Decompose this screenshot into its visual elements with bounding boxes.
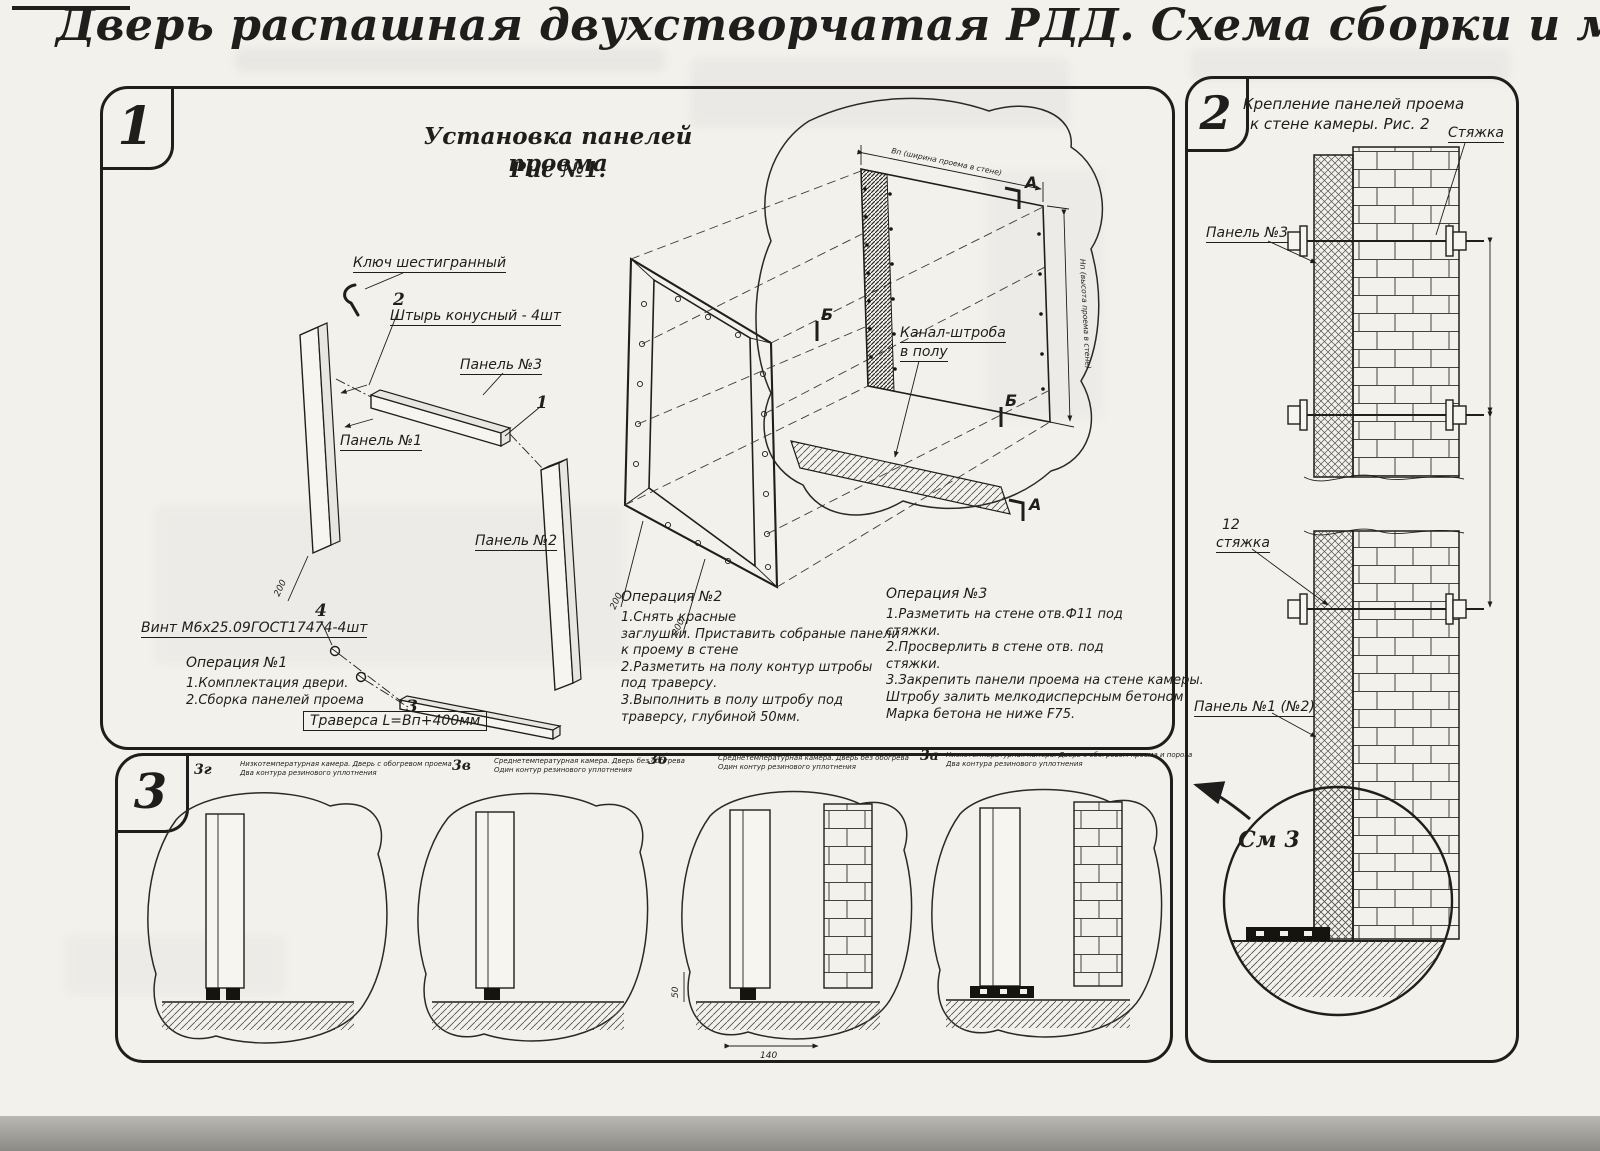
- section-1-figure-ref: Рис №1.: [510, 157, 606, 182]
- text-line: стяжки.: [886, 623, 941, 639]
- wall-opening-view: Вп (ширина проема в стене) Нп (высота пр…: [755, 97, 1104, 521]
- dim-opening-height: Нп (высота проема в стене): [1078, 259, 1093, 370]
- operation-3-text: Операция №3 1.Разметить на стене отв.Ф11…: [886, 586, 1204, 723]
- text-line: заглушки. Приставить собраные панели: [621, 626, 900, 642]
- text-line: к проему в стене: [621, 643, 739, 659]
- view-id-3b: 3б: [648, 752, 668, 768]
- text-line: 1.Комплектация двери.: [186, 675, 349, 691]
- ghost-mark: [985, 170, 1105, 420]
- label-panel-1-2: Панель №1 (№2): [1194, 699, 1315, 717]
- section-mark-b-right: Б: [1005, 391, 1018, 410]
- section-2-caption-line2: к стене камеры. Рис. 2: [1250, 115, 1430, 133]
- label-pin: Штырь конусный - 4шт: [390, 308, 562, 326]
- section-2-number: 2: [1185, 76, 1249, 152]
- text-line: 2.Сборка панелей проема: [186, 692, 364, 708]
- label-panel-1: Панель №1: [340, 433, 422, 451]
- detail-view-3b: 50 140: [671, 790, 913, 1061]
- view-id-3v: 3в: [452, 758, 471, 774]
- section-1-panel: 1: [100, 86, 1204, 750]
- section-mark-b-left: Б: [821, 305, 834, 324]
- assembly-drawing: 200 200 200: [273, 97, 1104, 741]
- threshold-details-drawing: 50 140: [147, 788, 1163, 1061]
- section-3-panel: 3: [115, 748, 1192, 1063]
- exploded-view: 200: [273, 272, 582, 741]
- text-line: Марка бетона не ниже F75.: [886, 706, 1076, 722]
- stray-scan-line: [12, 6, 130, 10]
- label-channel-line2: в полу: [900, 344, 948, 362]
- scanned-sheet: Дверь распашная двухстворчатая РДД. Схем…: [0, 0, 1600, 1116]
- detail-view-3a: [931, 788, 1163, 1038]
- sheet-title: Дверь распашная двухстворчатая РДД. Схем…: [56, 0, 1600, 51]
- label-see-detail-3: См 3: [1238, 827, 1300, 853]
- section-1-number: 1: [100, 86, 174, 170]
- view-caption-3a: Низкотемпературная камера. Дверь с обогр…: [946, 751, 1193, 769]
- operation-1-text: Операция №1 1.Комплектация двери. 2.Сбор…: [186, 655, 364, 709]
- dim-140: 140: [760, 1051, 777, 1061]
- section-2-panel: 2: [1185, 76, 1519, 1063]
- section-3-number: 3: [115, 753, 189, 833]
- callout-1: 1: [536, 393, 548, 413]
- text-line: 3.Выполнить в полу штробу под: [621, 693, 844, 709]
- ghost-mark: [65, 935, 285, 995]
- section-mark-a-bottom: А: [1029, 495, 1042, 514]
- detail-view-3v: [417, 792, 649, 1042]
- operation-2-title: Операция №2: [621, 589, 723, 605]
- wall-attachment-drawing: [1193, 142, 1493, 1017]
- label-tie-mid: стяжка: [1216, 535, 1270, 553]
- label-screw: Винт М6х25.09ГОСТ17474-4шт: [141, 620, 368, 638]
- label-panel-2: Панель №2: [475, 533, 557, 551]
- text-line: под траверсу.: [621, 676, 718, 692]
- text-line: 1.Снять красные: [621, 609, 737, 625]
- text-line: Штробу залить мелкодисперсным бетоном: [886, 690, 1184, 706]
- label-channel-line1: Канал-штроба: [900, 325, 1006, 343]
- projection-lines: [624, 170, 1051, 588]
- callout-2: 2: [393, 290, 405, 310]
- text-line: 2.Просверлить в стене отв. под: [886, 640, 1104, 656]
- tie-assembly: [1287, 225, 1484, 625]
- view-caption-3v: Среднетемпературная камера. Дверь без об…: [494, 757, 685, 775]
- text-line: стяжки.: [886, 656, 941, 672]
- dim-200: 200: [273, 578, 289, 598]
- operation-2-text: Операция №2 1.Снять красные заглушки. Пр…: [621, 589, 900, 726]
- operation-3-title: Операция №3: [886, 586, 988, 602]
- screw-icon: [329, 645, 367, 683]
- ghost-mark: [690, 58, 1070, 128]
- section-1-caption: Установка панелей проема: [423, 123, 693, 177]
- text-line: траверсу, глубиной 50мм.: [621, 709, 801, 725]
- section-mark-a-top: А: [1025, 173, 1038, 192]
- scan-edge: [0, 1116, 1600, 1151]
- hex-key-icon: [343, 283, 360, 317]
- view-id-3g: 3г: [194, 762, 212, 778]
- label-panel-3: Панель №3: [460, 357, 542, 375]
- callout-4: 4: [315, 601, 327, 621]
- item-number-12: 12: [1222, 517, 1240, 533]
- view-caption-3b: Среднетемпературная камера. Дверь без об…: [718, 754, 909, 772]
- label-traverse: Траверса L=Bп+400мм: [303, 711, 488, 731]
- detail-view-3g: [147, 792, 388, 1044]
- text-line: 1.Разметить на стене отв.Ф11 под: [886, 606, 1123, 622]
- label-panel-3-section: Панель №3: [1206, 225, 1288, 243]
- ghost-mark: [235, 48, 665, 72]
- callout-3: 3: [406, 697, 418, 717]
- label-hex-key: Ключ шестигранный: [353, 255, 507, 273]
- assembled-frame-view: 200 200: [609, 257, 819, 637]
- view-id-3a: 3а: [920, 748, 939, 764]
- text-line: 2.Разметить на полу контур штробы: [621, 659, 873, 675]
- dim-50: 50: [671, 986, 681, 998]
- section-2-caption-line1: Крепление панелей проема: [1243, 95, 1465, 113]
- operation-1-title: Операция №1: [186, 655, 288, 671]
- view-caption-3g: Низкотемпературная камера. Дверь с обогр…: [240, 760, 452, 778]
- text-line: 3.Закрепить панели проема на стене камер…: [886, 673, 1204, 689]
- label-tie: Стяжка: [1448, 125, 1504, 143]
